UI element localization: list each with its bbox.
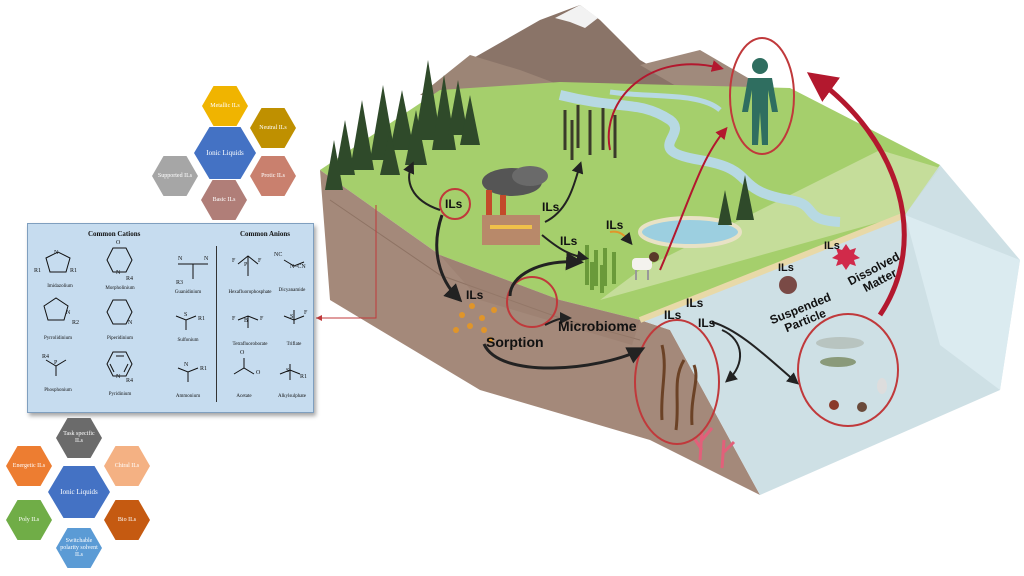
frag-o: O xyxy=(256,370,261,376)
sorption-label: Sorption xyxy=(486,334,544,350)
anion-acetate: Acetate xyxy=(236,394,252,399)
frag-s: S xyxy=(290,314,294,320)
ils-label-source: ILs xyxy=(445,197,463,211)
frag-n: N xyxy=(128,320,133,326)
microbiome-label: Microbiome xyxy=(558,318,637,334)
river xyxy=(558,90,841,227)
goat xyxy=(632,252,659,280)
cation-guanidinium: Guanidinium xyxy=(174,290,202,295)
anion-dicyanamide: Dicyanamide xyxy=(278,288,306,293)
ils-label-factory: ILs xyxy=(542,200,560,214)
soil-cross-section xyxy=(320,170,760,495)
cation-imidazolium: Imidazolium xyxy=(47,284,73,289)
coral xyxy=(692,427,736,469)
hex-supported-ils: Supported ILs xyxy=(152,156,198,196)
anion-hexafluorophosphate: Hexafluorophosphate xyxy=(228,290,272,295)
aquatic-organisms xyxy=(816,337,887,412)
frag-r2: R2 xyxy=(72,320,80,326)
ils-label-water-1: ILs xyxy=(686,296,704,310)
structures xyxy=(43,247,305,382)
pond xyxy=(638,216,742,248)
frag-r4: R4 xyxy=(126,378,134,384)
frag-r1: R1 xyxy=(34,268,42,274)
hex-metallic-ils: Metallic ILs xyxy=(202,86,248,126)
frag-n: N xyxy=(204,256,209,262)
frag-n: N xyxy=(54,250,59,256)
frag-r3: R3 xyxy=(176,280,184,286)
cations-header: Common Cations xyxy=(88,230,141,238)
frag-r1: R1 xyxy=(198,316,206,322)
frag-o: O xyxy=(116,240,121,246)
ils-label-crops: ILs xyxy=(560,234,578,248)
frag-p: P xyxy=(54,360,58,366)
frag-cn: N–CN xyxy=(290,264,306,270)
exposure-arrows xyxy=(607,60,907,317)
frag-ncn: NC xyxy=(274,252,283,258)
anion-tetrafluoroborate: Tetrafluoroborate xyxy=(232,342,268,347)
frag-f: F xyxy=(232,316,236,322)
dissolved-matter-icon xyxy=(832,244,860,270)
highlight-circles xyxy=(439,37,899,445)
frag-n: N xyxy=(178,256,183,262)
frag-r1: R1 xyxy=(300,374,308,380)
sorption-particles xyxy=(453,303,497,343)
trees xyxy=(563,105,617,160)
anion-triflate: Triflate xyxy=(286,342,302,347)
frag-n: N xyxy=(66,310,71,316)
frag-r4: R4 xyxy=(42,354,50,360)
ils-label-soil: ILs xyxy=(466,288,484,302)
ils-label-pond: ILs xyxy=(606,218,624,232)
hex-switchable-polarity-ils: Switchable polarity solvent ILs xyxy=(56,528,102,568)
frag-p: P xyxy=(244,262,248,268)
frag-f: F xyxy=(232,258,236,264)
panel-divider xyxy=(216,246,217,402)
frag-o: O xyxy=(240,350,245,356)
frag-n: N xyxy=(184,362,189,368)
anion-alkylsulphate: Alkylsulphate xyxy=(277,394,307,399)
common-ions-panel: Common Cations Common Anions xyxy=(27,223,314,413)
frag-n: N xyxy=(116,374,121,380)
cation-pyridinium: Pyridinium xyxy=(108,392,132,397)
factory xyxy=(482,166,548,245)
cation-phosphonium: Phosphonium xyxy=(44,388,72,393)
cation-ammonium: Ammonium xyxy=(175,394,201,399)
crops xyxy=(585,245,616,293)
frag-f: F xyxy=(258,258,262,264)
seaweed xyxy=(660,344,698,431)
cation-piperidinium: Piperidinium xyxy=(106,336,134,341)
forest xyxy=(325,60,754,225)
suspended-particle-icon xyxy=(779,276,797,294)
cation-pyrrolidinium: Pyrrolidinium xyxy=(43,336,73,341)
frag-n: N xyxy=(116,270,121,276)
connector-line xyxy=(316,205,377,319)
frag-f: F xyxy=(260,316,264,322)
frag-s: S xyxy=(184,312,188,318)
cation-morpholinium: Morpholinium xyxy=(105,286,135,291)
ils-label-water-2: ILs xyxy=(664,308,682,322)
transport-arrows xyxy=(403,161,800,385)
frag-r1: R1 xyxy=(70,268,78,274)
frag-f: F xyxy=(304,310,308,316)
ils-label-water-3: ILs xyxy=(698,316,716,330)
ils-label-dissolved: ILs xyxy=(824,240,840,252)
anions-header: Common Anions xyxy=(240,230,290,238)
frag-b: B xyxy=(244,318,249,324)
frag-r1: R1 xyxy=(200,366,208,372)
cation-sulfonium: Sulfonium xyxy=(177,338,199,343)
frag-s: S xyxy=(286,368,290,374)
ils-label-suspended: ILs xyxy=(778,262,794,274)
frag-r4: R4 xyxy=(126,276,134,282)
human-icon xyxy=(742,58,778,145)
hex-basic-ils: Basic ILs xyxy=(201,180,247,220)
